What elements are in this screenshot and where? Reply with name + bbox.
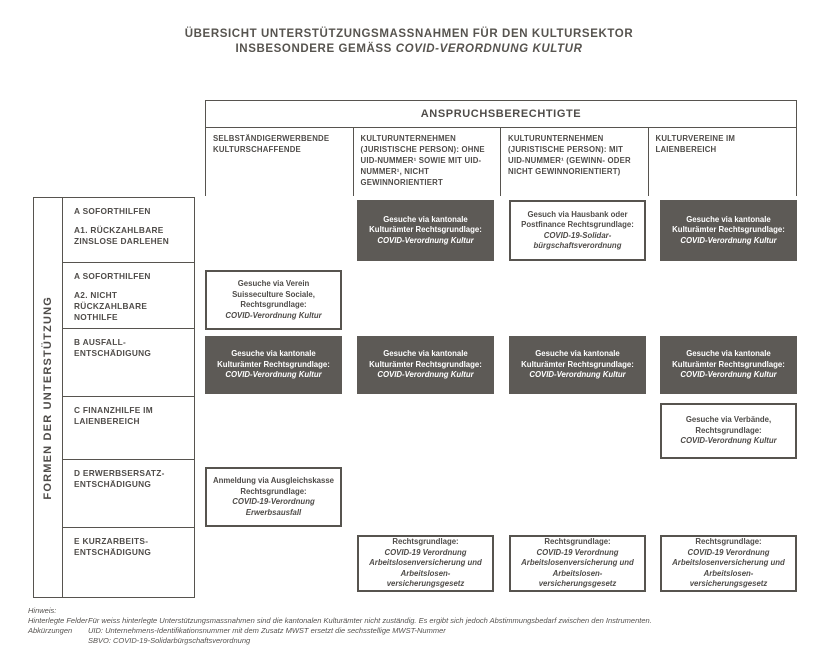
- matrix-cell-e-kulturunternehmen-mit-uid: Rechtsgrundlage:COVID-19 Verordnung Arbe…: [509, 535, 646, 592]
- matrix-cell-b-selbstaendigerwerbende: Gesuche via kantonale Kulturämter Rechts…: [205, 336, 342, 394]
- matrix-cell-a1-kulturunternehmen-ohne-uid: Gesuche via kantonale Kulturämter Rechts…: [357, 200, 494, 261]
- matrix-cell-b-kulturunternehmen-mit-uid: Gesuche via kantonale Kulturämter Rechts…: [509, 336, 646, 394]
- axis-formen-der-unterstuetzung: FORMEN DER UNTERSTÜTZUNG: [33, 197, 63, 598]
- footnotes: Hinweis: Hinterlegte Felder Für weiss hi…: [28, 606, 814, 646]
- matrix-cell-a1-kulturvereine: Gesuche via kantonale Kulturämter Rechts…: [660, 200, 797, 261]
- column-header-kulturunternehmen-ohne-uid: KULTURUNTERNEHMEN (JURISTISCHE PERSON): …: [354, 128, 501, 196]
- column-header-kulturvereine: KULTURVEREINE IM LAIENBEREICH: [655, 134, 736, 154]
- footnote-hinterlegte-felder: Hinterlegte Felder Für weiss hinterlegte…: [28, 616, 652, 625]
- matrix-cell-c-kulturvereine: Gesuche via Verbände, Rechtsgrundlage:CO…: [660, 403, 797, 459]
- matrix-cell-b-kulturvereine: Gesuche via kantonale Kulturämter Rechts…: [660, 336, 797, 394]
- title-line-2-italic: COVID-VERORDNUNG KULTUR: [395, 43, 583, 55]
- matrix-cell-e-kulturvereine: Rechtsgrundlage:COVID-19 Verordnung Arbe…: [660, 535, 797, 592]
- matrix-cell-b-kulturunternehmen-ohne-uid: Gesuche via kantonale Kulturämter Rechts…: [357, 336, 494, 394]
- row-label-c: C FINANZHILFE IM LAIENBEREICH: [63, 397, 194, 460]
- axis-label: FORMEN DER UNTERSTÜTZUNG: [42, 295, 54, 500]
- footnote-hinweis: Hinweis:: [28, 606, 57, 615]
- matrix-cell-a1-kulturunternehmen-mit-uid: Gesuch via Hausbank oder Postfinance Rec…: [509, 200, 646, 261]
- column-header-band: SELBSTÄNDIGERWERBENDE KULTURSCHAFFENDE K…: [205, 128, 797, 196]
- table-header-label: ANSPRUCHSBERECHTIGTE: [420, 108, 582, 120]
- matrix-cells: Gesuche via kantonale Kulturämter Rechts…: [205, 197, 797, 598]
- matrix-cell-e-kulturunternehmen-ohne-uid: Rechtsgrundlage:COVID-19 Verordnung Arbe…: [357, 535, 494, 592]
- column-header-kulturunternehmen-mit-uid: KULTURUNTERNEHMEN (JURISTISCHE PERSON): …: [501, 128, 649, 196]
- title-line-1: ÜBERSICHT UNTERSTÜTZUNGSMASSNAHMEN FÜR D…: [184, 28, 634, 40]
- title-line-2: INSBESONDERE GEMÄSS COVID-VERORDNUNG KUL…: [235, 43, 583, 55]
- row-label-d: D ERWERBSERSATZ-ENTSCHÄDIGUNG: [63, 460, 194, 529]
- row-label-e: E KURZARBEITS-ENTSCHÄDIGUNG: [74, 536, 152, 558]
- footnote-sbvo: SBVO: COVID-19-Solidarbürgschaftsverordn…: [88, 636, 251, 645]
- matrix-cell-a2-selbstaendigerwerbende: Gesuche via Verein Suisseculture Sociale…: [205, 270, 342, 330]
- row-label-b: B AUSFALL-ENTSCHÄDIGUNG: [63, 329, 194, 397]
- matrix-cell-d-selbstaendigerwerbende: Anmeldung via Ausgleichskasse Rechtsgrun…: [205, 467, 342, 527]
- table-header-anspruchsberechtigte: ANSPRUCHSBERECHTIGTE: [205, 100, 797, 128]
- page-title: ÜBERSICHT UNTERSTÜTZUNGSMASSNAHMEN FÜR D…: [0, 27, 818, 57]
- column-header-selbstaendigerwerbende: SELBSTÄNDIGERWERBENDE KULTURSCHAFFENDE: [206, 128, 354, 196]
- footnote-abkuerzungen-uid: Abkürzungen UID: Unternehmens-Identifika…: [28, 626, 446, 635]
